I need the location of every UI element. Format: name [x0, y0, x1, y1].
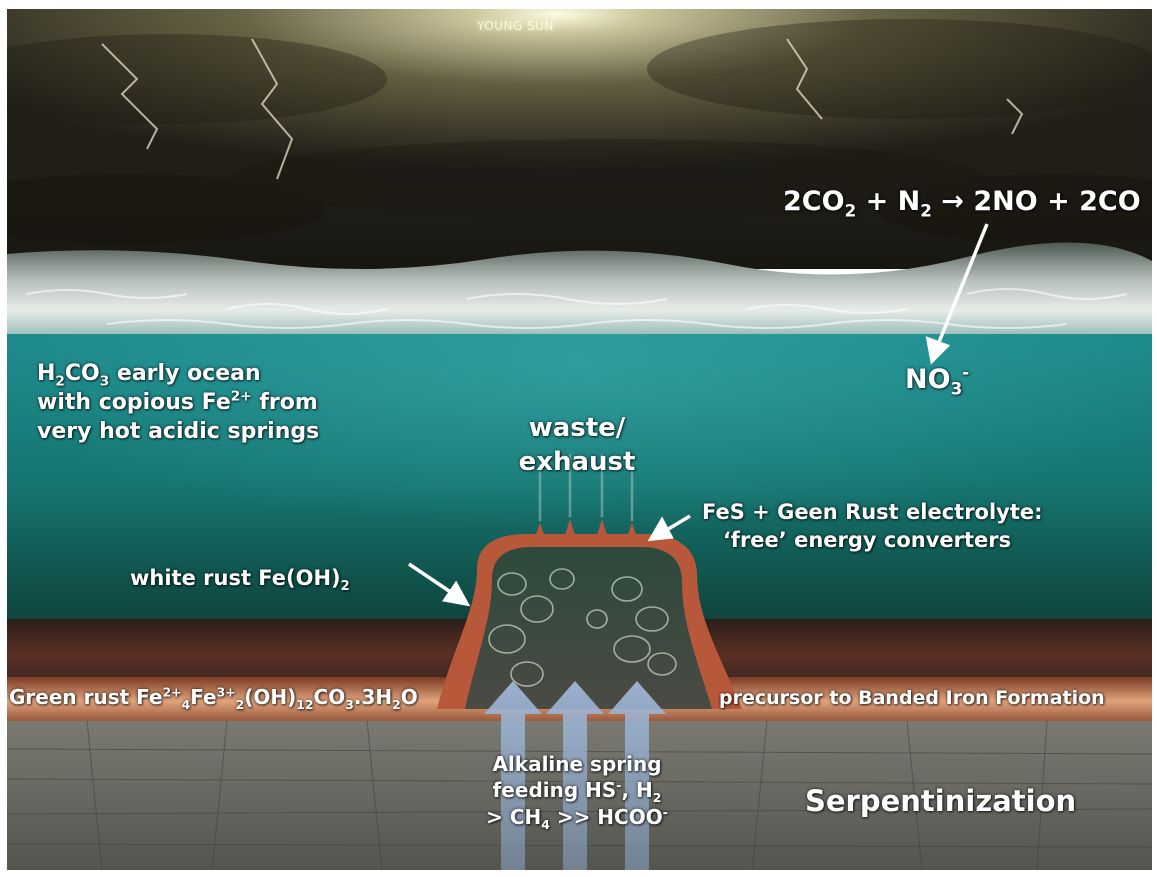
ocean-surface-waves — [7, 242, 1152, 339]
serpentinization-label: Serpentinization — [805, 784, 1077, 818]
vent-chimney-body — [465, 547, 712, 709]
early-ocean-line-2: with copious Fe2+ from — [37, 388, 318, 416]
early-earth-vent-illustration: YOUNG SUN 2CO2 + N2 → 2NO + 2CO NO3- H2C… — [7, 9, 1152, 870]
scene-background — [7, 9, 1152, 870]
clouds — [7, 19, 1152, 244]
exhaust-plumes — [538, 454, 634, 521]
alkaline-spring-arrows — [484, 681, 666, 870]
nitrate-label: NO3- — [905, 362, 970, 399]
alkaline-spring-label: Alkaline spring feeding HS-, H2 > CH4 >>… — [486, 752, 668, 832]
atmospheric-reaction-label: 2CO2 + N2 → 2NO + 2CO — [783, 186, 1141, 221]
banded-iron-label: precursor to Banded Iron Formation — [719, 687, 1105, 709]
early-ocean-label: H2CO3 early ocean with copious Fe2+ from… — [37, 359, 319, 446]
white-rust-label: white rust Fe(OH)2 — [130, 566, 350, 595]
vent-compartments — [488, 568, 677, 687]
young-sun-label: YOUNG SUN — [477, 19, 554, 33]
annotation-arrows — [408, 223, 989, 607]
early-ocean-line-1: H2CO3 early ocean — [37, 361, 261, 390]
fes-green-rust-label: FeS + Geen Rust electrolyte: ‘free’ ener… — [702, 500, 1043, 552]
lightning-bolts — [101, 38, 1024, 180]
green-rust-label: Green rust Fe2+4Fe3+2(OH)12CO3.3H2O — [9, 684, 418, 712]
early-ocean-line-3: very hot acidic springs — [37, 419, 320, 445]
waste-exhaust-label: waste/ exhaust — [518, 413, 636, 478]
